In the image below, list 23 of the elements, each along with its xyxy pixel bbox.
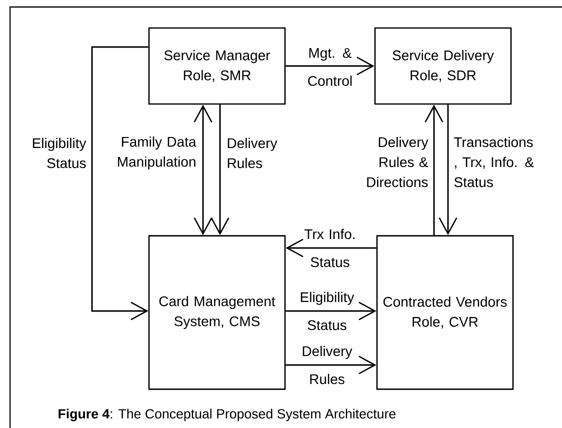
edge-label: Delivery Rules [302,346,352,384]
edge-label: Mgt. & Control [308,48,352,86]
arrow [210,104,230,236]
arrow [286,56,374,76]
figure-caption: Figure 4: The Conceptual Proposed System Architecture [58,408,396,422]
edge-label: Eligibility Status [300,292,354,330]
edge-label: Eligibility Status [32,138,86,168]
edge-label: Trx Info. Status [304,228,355,268]
arrow [194,104,212,236]
edge-label: Family Data Manipulation [118,136,196,170]
role-box: Card Management System, CMS [148,235,286,390]
arrow [286,238,376,258]
role-box: Service Manager Role, SMR [148,27,286,105]
role-box: Contracted Vendors Role, CVR [376,235,514,390]
arrow [286,302,376,320]
arrow [286,356,376,374]
arrow [424,104,444,236]
edge-label: Transactions , Trx, Info. & Status [454,136,534,188]
arrow [438,104,458,236]
arrow [91,46,148,320]
role-box: Service Delivery Role, SDR [374,27,512,105]
edge-label: Delivery Rules [228,138,278,168]
edge-label: Delivery Rules & Directions [367,136,428,188]
